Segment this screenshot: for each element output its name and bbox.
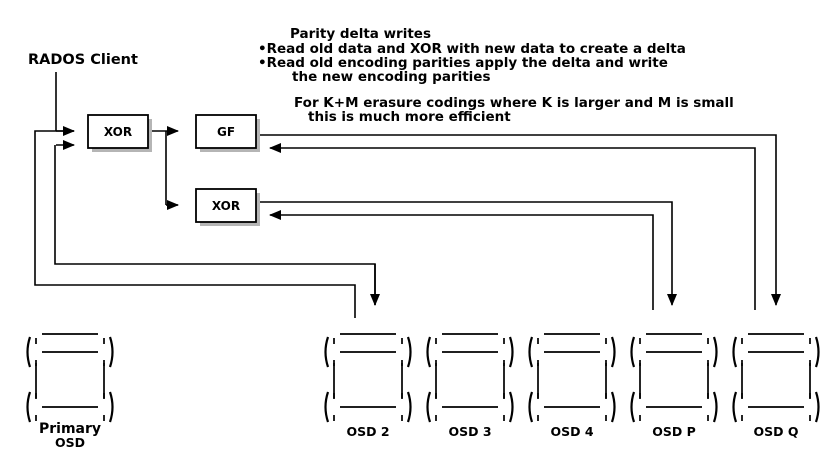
parity-note-bullet2: •Read old encoding parities apply the de… [258,55,668,71]
efficiency-note-line2: this is much more efficient [308,109,511,125]
efficiency-note-line1: For K+M erasure codings where K is large… [294,95,734,111]
parity-note-bullet2-cont: the new encoding parities [292,69,491,85]
parity-note-bullet1: •Read old data and XOR with new data to … [258,41,686,57]
osd-disk-primary [26,333,114,423]
box-gf [195,114,257,149]
process-boxes: XOR GF XOR [87,114,260,226]
osd-disk-osd2 [324,333,412,423]
connector-gf-in-bus [269,143,756,310]
connector-gf-out-bus [257,134,781,306]
box-label-xor-bottom: XOR [212,199,240,213]
osd-label-osdp: OSD P [652,424,696,439]
parity-note-line1: Parity delta writes [290,26,431,42]
box-label-gf: GF [217,125,235,139]
osd-label-primary-line1: Primary [38,421,102,437]
connector-xorb-out-bus [257,201,677,306]
osd-label-osd4: OSD 4 [550,424,594,439]
osd-label-osd3: OSD 3 [448,424,492,439]
osd-disk-osd4 [528,333,616,423]
osd-disk-glyphs [26,333,820,423]
osd-disk-osdp [630,333,718,423]
osd-label-osd2: OSD 2 [346,424,390,439]
osd-disk-osd3 [426,333,514,423]
rados-client-label: RADOS Client [28,52,138,68]
connector-return-bus-lower [34,130,356,318]
box-label-xor-top: XOR [104,125,132,139]
osd-label-osdq: OSD Q [753,424,799,439]
osd-label-primary-line2: OSD [54,435,85,450]
box-xor-bottom [195,188,257,223]
box-xor-top [87,114,149,149]
connector-xorb-in-bus [269,210,654,310]
osd-disk-osdq [732,333,820,423]
